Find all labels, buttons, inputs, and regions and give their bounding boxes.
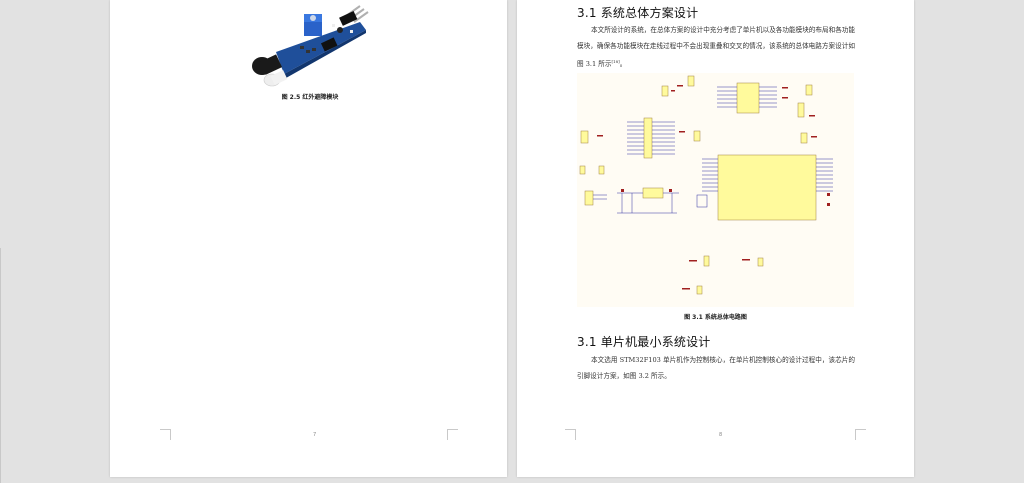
viewer-edge-line xyxy=(0,248,1,483)
document-page-7: 图 2.5 红外避障模块 7 xyxy=(110,0,507,477)
figure-2-5-caption: 图 2.5 红外避障模块 xyxy=(281,94,339,101)
section-heading-system-design: 3.1 系统总体方案设计 xyxy=(577,6,699,20)
citation-link[interactable]: [18] xyxy=(611,59,620,64)
paragraph-mcu-minimum-system: 本文选用 STM32F103 单片机作为控制核心，在单片机控制核心的设计过程中，… xyxy=(577,352,855,384)
figure-3-1-caption: 图 3.1 系统总体电路图 xyxy=(684,314,747,321)
document-page-8: 3.1 系统总体方案设计 本文所设计的系统，在总体方案的设计中充分考虑了单片机以… xyxy=(517,0,914,477)
margin-corner-mark xyxy=(565,429,576,440)
section-heading-mcu-minimum-system: 3.1 单片机最小系统设计 xyxy=(577,335,711,349)
paragraph-text: 本文所设计的系统，在总体方案的设计中充分考虑了单片机以及各功能模块的布局和各功能… xyxy=(577,26,855,69)
page-number: 8 xyxy=(719,432,723,438)
ir-obstacle-module-photo xyxy=(240,0,380,88)
margin-corner-mark xyxy=(447,429,458,440)
paragraph-end: 。 xyxy=(619,60,627,69)
margin-corner-mark xyxy=(855,429,866,440)
paragraph-text: 本文选用 STM32F103 单片机作为控制核心，在单片机控制核心的设计过程中，… xyxy=(577,356,855,380)
paragraph-system-design: 本文所设计的系统，在总体方案的设计中充分考虑了单片机以及各功能模块的布局和各功能… xyxy=(577,22,855,72)
margin-corner-mark xyxy=(160,429,171,440)
system-circuit-schematic xyxy=(577,73,854,307)
page-number: 7 xyxy=(313,432,317,438)
